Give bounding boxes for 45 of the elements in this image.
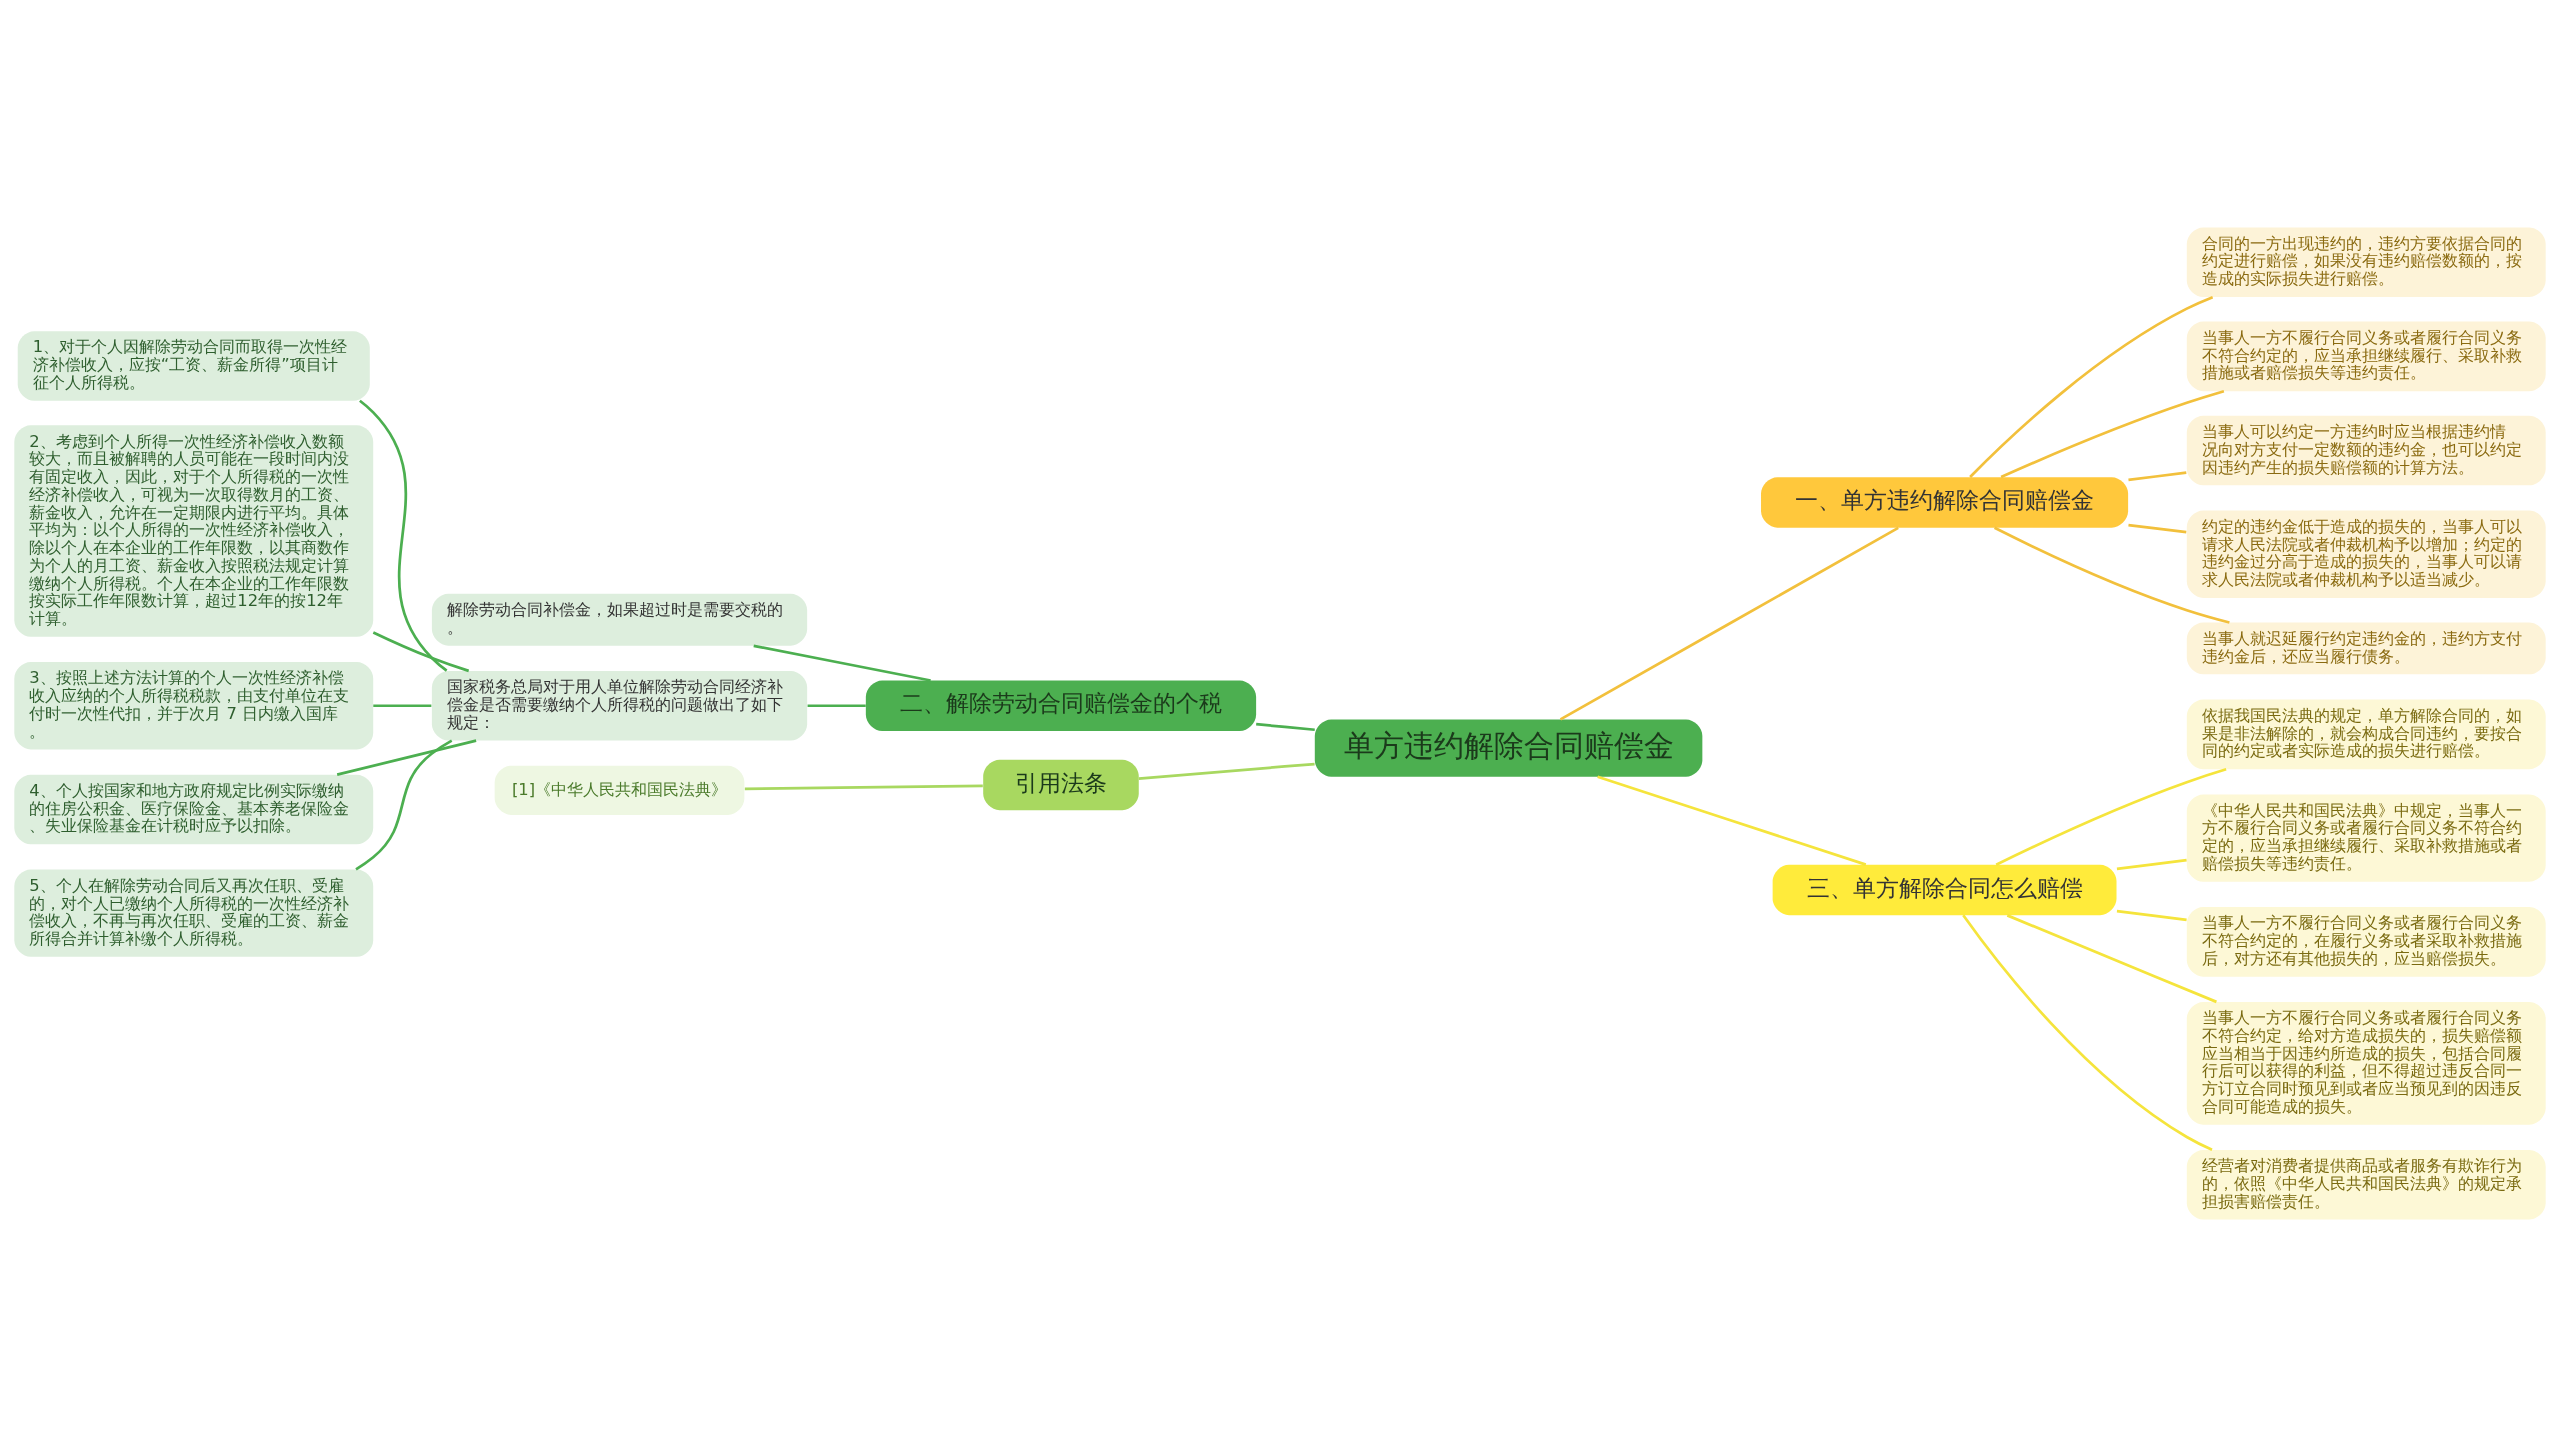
node-box: 《中华人民共和国民法典》中规定，当事人一方不履行合同义务或者履行合同义务不符合约定的，应当承担继续履行、采取补救措施或者赔偿损失等违约责任。: [2186, 793, 2546, 882]
node-box: 依据我国民法典的规定，单方解除合同的，如果是非法解除的，就会构成合同违约，要按合同的约定或者实际造成的损失进行赔偿。: [2186, 699, 2546, 769]
connector: [1962, 914, 2213, 1151]
node-box: 当事人可以约定一方违约时应当根据违约情况向对方支付一定数额的违约金，也可以约定因违约产生的损失赔偿额的计算方法。: [2186, 415, 2546, 485]
node-box: 二、解除劳动合同赔偿金的个税: [865, 680, 1257, 731]
node-box: 一、单方违约解除合同赔偿金: [1761, 476, 2129, 528]
connector: [1138, 762, 1315, 780]
connector: [359, 399, 448, 672]
connector: [2000, 389, 2225, 478]
node-box: 约定的违约金低于造成的损失的，当事人可以请求人民法院或者仲裁机构予以增加；约定的违约金过分高于造成的损失的，当事人可以请求人民法院或者仲裁机构予以适当减少。: [2186, 510, 2546, 598]
connector: [373, 703, 432, 707]
node-box: 5、个人在解除劳动合同后又再次任职、受雇的，对个人已缴纳个人所得税的一次性经济补偿收入，不再与再次任职、受雇的工资、薪金所得合并计算补缴个人所得税。: [14, 869, 374, 957]
connector: [2116, 909, 2187, 921]
node-box: 当事人就迟延履行约定违约金的，违约方支付违约金后，还应当履行债务。: [2186, 622, 2546, 674]
connector: [1969, 295, 2214, 478]
connector: [2116, 858, 2187, 870]
node-box: 当事人一方不履行合同义务或者履行合同义务不符合约定的，在履行义务或者采取补救措施后，对方还有其他损失的，应当赔偿损失。: [2186, 906, 2546, 977]
node-box: 经营者对消费者提供商品或者服务有欺诈行为的，依照《中华人民共和国民法典》的规定承担损害赔偿责任。: [2186, 1149, 2546, 1220]
node-box: 4、个人按国家和地方政府规定比例实际缴纳的住房公积金、医疗保险金、基本养老保险金、失业保险基金在计税时应予以扣除。: [14, 774, 374, 844]
node-box: 当事人一方不履行合同义务或者履行合同义务不符合约定，给对方造成损失的，损失赔偿额应当相当于因违约所造成的损失，包括合同履行后可以获得的利益，但不得超过违反合同一方订立合同时预见到或者应当预见到的因违反合同可能造成的损失。: [2186, 1001, 2546, 1125]
node-box: 单方违约解除合同赔偿金: [1314, 718, 1703, 777]
connector: [1559, 526, 1899, 721]
node-box: 国家税务总局对于用人单位解除劳动合同经济补偿金是否需要缴纳个人所得税的问题做出了如下规定：: [431, 670, 808, 741]
connector: [2128, 523, 2187, 534]
node-box: 解除劳动合同补偿金，如果超过时是需要交税的。: [431, 593, 808, 646]
connector: [2006, 913, 2217, 1003]
connector: [372, 630, 470, 672]
node-box: 1、对于个人因解除劳动合同而取得一次性经济补偿收入，应按“工资、薪金所得”项目计征个人所得税。: [17, 330, 370, 401]
connector: [1256, 722, 1315, 731]
connector: [807, 703, 866, 707]
node-box: 当事人一方不履行合同义务或者履行合同义务不符合约定的，应当承担继续履行、采取补救措施或者赔偿损失等违约责任。: [2186, 321, 2546, 391]
node-box: 合同的一方出现违约的，违约方要依据合同的约定进行赔偿，如果没有违约赔偿数额的，按造成的实际损失进行赔偿。: [2186, 226, 2546, 297]
connector: [753, 643, 931, 682]
node-box: [1]《中华人民共和国民法典》: [494, 765, 745, 815]
connector: [355, 738, 453, 871]
node-box: 引用法条: [983, 759, 1139, 810]
connector: [744, 784, 983, 790]
connector: [1995, 767, 2227, 866]
node-box: 2、考虑到个人所得一次性经济补偿收入数额较大，而且被解聘的人员可能在一段时间内没有固定收入，因此，对于个人所得税的一次性经济补偿收入，可视为一次取得数月的工资、薪金收入，允许在一定期限内进行平均。具体平均为：以个人所得的一次性经济补偿收入，除以个人在本企业的工作年限数，以其商数作为个人的月工资、薪金收入按照税法规定计算缴纳个人所得税。个人在本企业的工作年限数按实际工作年限数计算，超过12年的按12年计算。: [14, 424, 374, 637]
connector: [2128, 470, 2187, 481]
connector: [1993, 526, 2230, 624]
node-box: 三、单方解除合同怎么赔偿: [1772, 864, 2117, 915]
connector: [336, 738, 477, 776]
node-box: 3、按照上述方法计算的个人一次性经济补偿收入应纳的个人所得税税款，由支付单位在支付时一次性代扣，并于次月 7 日内缴入国库。: [14, 661, 374, 749]
connector: [1597, 775, 1867, 866]
